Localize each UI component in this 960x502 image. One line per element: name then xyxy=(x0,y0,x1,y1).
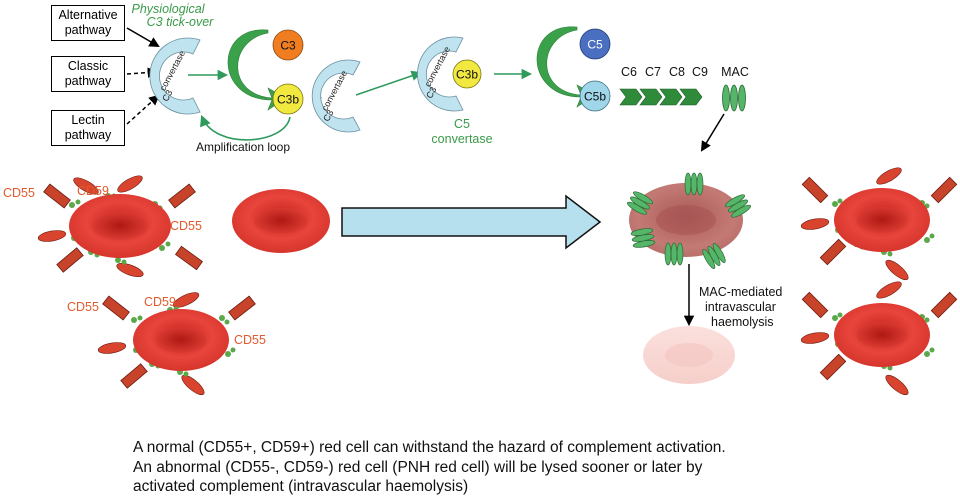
cd59-receptor xyxy=(876,281,902,299)
c7-label: C7 xyxy=(645,65,661,79)
caption-line-1: A normal (CD55+, CD59+) red cell can wit… xyxy=(133,439,726,456)
c7-chevron xyxy=(639,88,663,106)
cd55-receptor xyxy=(56,247,84,273)
mac-to-cell-arrow xyxy=(700,113,725,152)
c3-label: C3 xyxy=(280,39,296,53)
caption: A normal (CD55+, CD59+) red cell can wit… xyxy=(133,438,933,497)
c8-chevron xyxy=(659,88,683,106)
lysed-ghost-cell xyxy=(643,326,735,384)
caption-line-2: An abnormal (CD55-, CD59-) red cell (PNH… xyxy=(133,458,703,476)
cd59-receptor xyxy=(800,332,830,344)
cd55-receptor xyxy=(120,363,148,389)
lysis-label-3: haemolysis xyxy=(711,315,774,329)
mac-complex-icon xyxy=(722,84,746,112)
normal-rbc-right-2 xyxy=(800,281,958,396)
c5-convertase-text-1: C5 xyxy=(454,117,470,131)
cd55-receptor xyxy=(801,291,829,319)
lectin-pathway-label: Lectin pathway xyxy=(64,113,112,142)
c5-convertase-text-2: convertase xyxy=(431,132,492,146)
mac-attacked-rbc xyxy=(627,172,751,269)
alternative-pathway-label: Alternative pathway xyxy=(58,8,118,37)
lectin-arrow xyxy=(126,94,160,125)
cd55-receptor xyxy=(819,238,847,266)
cd55-label-c: CD55 xyxy=(67,300,99,314)
normal-rbc-1: CD55 CD59 CD55 xyxy=(3,175,204,278)
c5-label: C5 xyxy=(587,38,603,52)
c8-label: C8 xyxy=(669,65,685,79)
tickover-line1: Physiological xyxy=(132,2,206,16)
c3-molecule: C3 xyxy=(272,29,304,61)
cd59-receptor xyxy=(117,175,143,193)
cd59-receptor xyxy=(116,262,144,278)
cd59-receptor xyxy=(97,342,127,354)
c5-cleavage-curve xyxy=(536,26,596,108)
cd59-receptor xyxy=(181,374,205,396)
c3-convertase-1-c3: C3 xyxy=(160,88,174,103)
cd59-label-b: CD59 xyxy=(144,295,176,309)
pnh-rbc xyxy=(232,189,330,253)
c3b-molecule: C3b xyxy=(272,83,304,115)
c5b-molecule: C5b xyxy=(579,80,611,112)
classic-pathway-label: Classic pathway xyxy=(64,59,112,88)
cd55-receptor xyxy=(43,183,71,209)
amplification-loop-arrow xyxy=(200,114,291,141)
c3-convertase-2-c3: C3 xyxy=(321,108,335,123)
cd59-receptor xyxy=(885,374,909,396)
lysis-label-1: MAC-mediated xyxy=(699,285,782,299)
c6-chevron xyxy=(619,88,643,106)
big-transition-arrow xyxy=(341,194,602,250)
cd59-receptor xyxy=(37,230,67,242)
lectin-pathway-box: Lectin pathway xyxy=(51,110,125,146)
c3b-label: C3b xyxy=(277,93,299,107)
terminal-chevrons xyxy=(619,88,703,106)
alternative-pathway-box: Alternative pathway xyxy=(51,5,125,41)
cd55-receptor xyxy=(930,176,958,204)
cd59-receptors xyxy=(37,175,144,278)
cd55-receptor xyxy=(174,245,204,271)
c5-convertase: convertase C3 C3b xyxy=(417,36,482,112)
cd55-receptor xyxy=(168,183,196,209)
cd55-label-d: CD55 xyxy=(234,333,266,347)
tickover-line2: C3 tick-over xyxy=(147,15,215,29)
cd55-receptor xyxy=(930,291,958,319)
cd55-receptor xyxy=(102,295,130,321)
c5-convertase-c3b xyxy=(452,59,482,89)
amplification-loop-label: Amplification loop xyxy=(196,140,290,154)
cd55-receptor xyxy=(228,295,256,321)
cd55-label-b: CD55 xyxy=(170,219,202,233)
c3-cleavage-curve xyxy=(227,29,287,111)
mac-pores xyxy=(627,172,751,269)
c3-convertase-1: convertase C3 xyxy=(149,37,201,115)
c5b-label: C5b xyxy=(584,90,606,104)
c9-label: C9 xyxy=(692,65,708,79)
c9-chevron xyxy=(679,88,703,106)
cd55-label-a: CD55 xyxy=(3,186,35,200)
alternative-arrow xyxy=(126,27,160,48)
mac-label: MAC xyxy=(721,65,749,79)
cd55-receptors xyxy=(43,183,204,273)
normal-rbc-2: CD55 CD59 CD55 xyxy=(67,292,266,396)
cd59-label-a: CD59 xyxy=(77,184,109,198)
normal-rbc-right-1 xyxy=(800,167,958,281)
lysis-label-2: intravascular xyxy=(705,300,776,314)
c6-label: C6 xyxy=(621,65,637,79)
cd59-receptor xyxy=(885,259,909,281)
green-arrow-to-c5-convertase xyxy=(355,70,422,96)
c5-convertase-c3b-label: C3b xyxy=(456,68,478,82)
cd55-receptor xyxy=(819,353,847,381)
cd55-receptor xyxy=(801,176,829,204)
c5-molecule: C5 xyxy=(579,28,611,60)
c5-convertase-label-c3: C3 xyxy=(424,85,438,100)
cd59-receptor xyxy=(800,218,830,230)
cd59-receptor xyxy=(876,167,902,185)
c3-convertase-2: convertase C3 xyxy=(311,59,361,133)
cd59-receptor xyxy=(172,292,200,308)
caption-line-3: activated complement (intravascular haem… xyxy=(133,478,469,495)
classic-pathway-box: Classic pathway xyxy=(51,56,125,92)
cd59-receptor xyxy=(73,177,99,195)
